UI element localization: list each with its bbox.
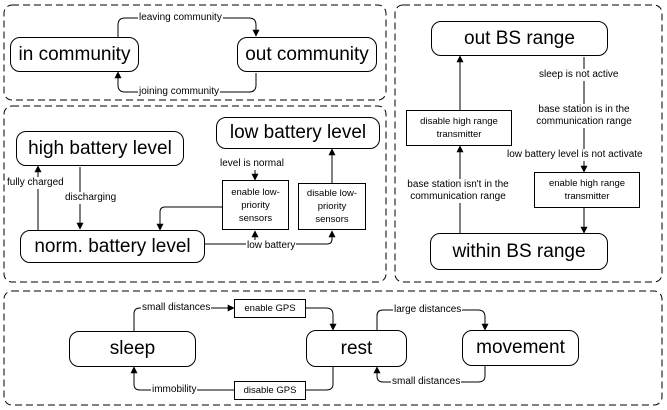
edge-small-distances-top: [133, 304, 235, 331]
edge-rest-to-disable-gps: [306, 366, 334, 391]
state-sleep: sleep: [69, 331, 196, 367]
state-in-community: in community: [10, 37, 139, 72]
edge-label-leaving-community: leaving community: [138, 12, 223, 24]
state-out-bs-range: out BS range: [431, 21, 608, 56]
edge-label-fully-charged: fully charged: [6, 177, 65, 189]
state-normal-battery-label: norm. battery level: [34, 235, 191, 257]
edge-label-small-distances-bottom: small distances: [391, 376, 462, 388]
state-rest: rest: [306, 330, 407, 367]
state-low-battery: low battery level: [216, 117, 380, 149]
edge-immobility: [130, 366, 234, 391]
edge-label-immobility: immobility: [151, 384, 198, 396]
action-enable-high-range-transmitter-label: enable high range transmitter: [548, 178, 626, 202]
state-out-community-label: out community: [245, 43, 369, 65]
state-high-battery-label: high battery level: [28, 137, 172, 159]
action-enable-gps-label: enable GPS: [244, 303, 296, 314]
edge-label-discharging: discharging: [64, 192, 118, 204]
edge-label-bs-in-range: base station is in the communication ran…: [532, 104, 636, 128]
edge-label-low-battery-not-active: low battery level is not activate: [506, 149, 644, 161]
panel-mobility-frame: [3, 290, 663, 406]
state-in-community-label: in community: [18, 43, 131, 65]
action-disable-low-priority-sensors-label: disable low-priority sensors: [306, 188, 358, 225]
action-disable-gps: disable GPS: [234, 381, 306, 400]
action-disable-gps-label: disable GPS: [243, 385, 297, 396]
panel-battery-frame: [3, 105, 387, 283]
state-low-battery-label: low battery level: [229, 122, 367, 143]
state-high-battery: high battery level: [16, 131, 184, 166]
action-disable-low-priority-sensors: disable low-priority sensors: [298, 183, 366, 230]
panel-community-frame: [3, 4, 387, 101]
action-disable-high-range-transmitter-label: disable high range transmitter: [420, 116, 498, 140]
action-enable-low-priority-sensors: enable low-priority sensors: [222, 180, 289, 230]
state-movement-label: movement: [476, 337, 565, 358]
edge-label-small-distances-top: small distances: [141, 302, 212, 314]
edge-label-low-battery: low battery: [246, 240, 297, 252]
edge-label-sleep-not-active: sleep is not active: [538, 69, 620, 81]
action-disable-high-range-transmitter: disable high range transmitter: [406, 110, 512, 146]
panel-bs-range-frame: [394, 4, 663, 283]
state-rest-label: rest: [340, 337, 373, 359]
state-normal-battery: norm. battery level: [20, 230, 205, 263]
state-out-community: out community: [237, 37, 377, 72]
edge-enable-gps-to-rest: [306, 307, 337, 331]
state-within-bs-range-label: within BS range: [452, 240, 586, 262]
action-enable-gps: enable GPS: [234, 299, 306, 318]
action-enable-low-priority-sensors-label: enable low-priority sensors: [231, 186, 280, 224]
edge-label-level-normal: level is normal: [219, 158, 285, 170]
action-enable-high-range-transmitter: enable high range transmitter: [534, 172, 640, 208]
state-out-bs-range-label: out BS range: [464, 27, 575, 49]
edge-enable-to-normal: [156, 206, 224, 231]
edge-low-battery-b: [255, 230, 336, 245]
edge-label-joining-community: joining community: [138, 86, 221, 98]
edge-label-large-distances: large distances: [393, 304, 463, 316]
state-within-bs-range: within BS range: [430, 233, 608, 270]
state-sleep-label: sleep: [109, 338, 156, 359]
state-movement: movement: [462, 330, 579, 366]
edge-label-bs-not-in-range: base station isn't in the communication …: [402, 179, 514, 203]
